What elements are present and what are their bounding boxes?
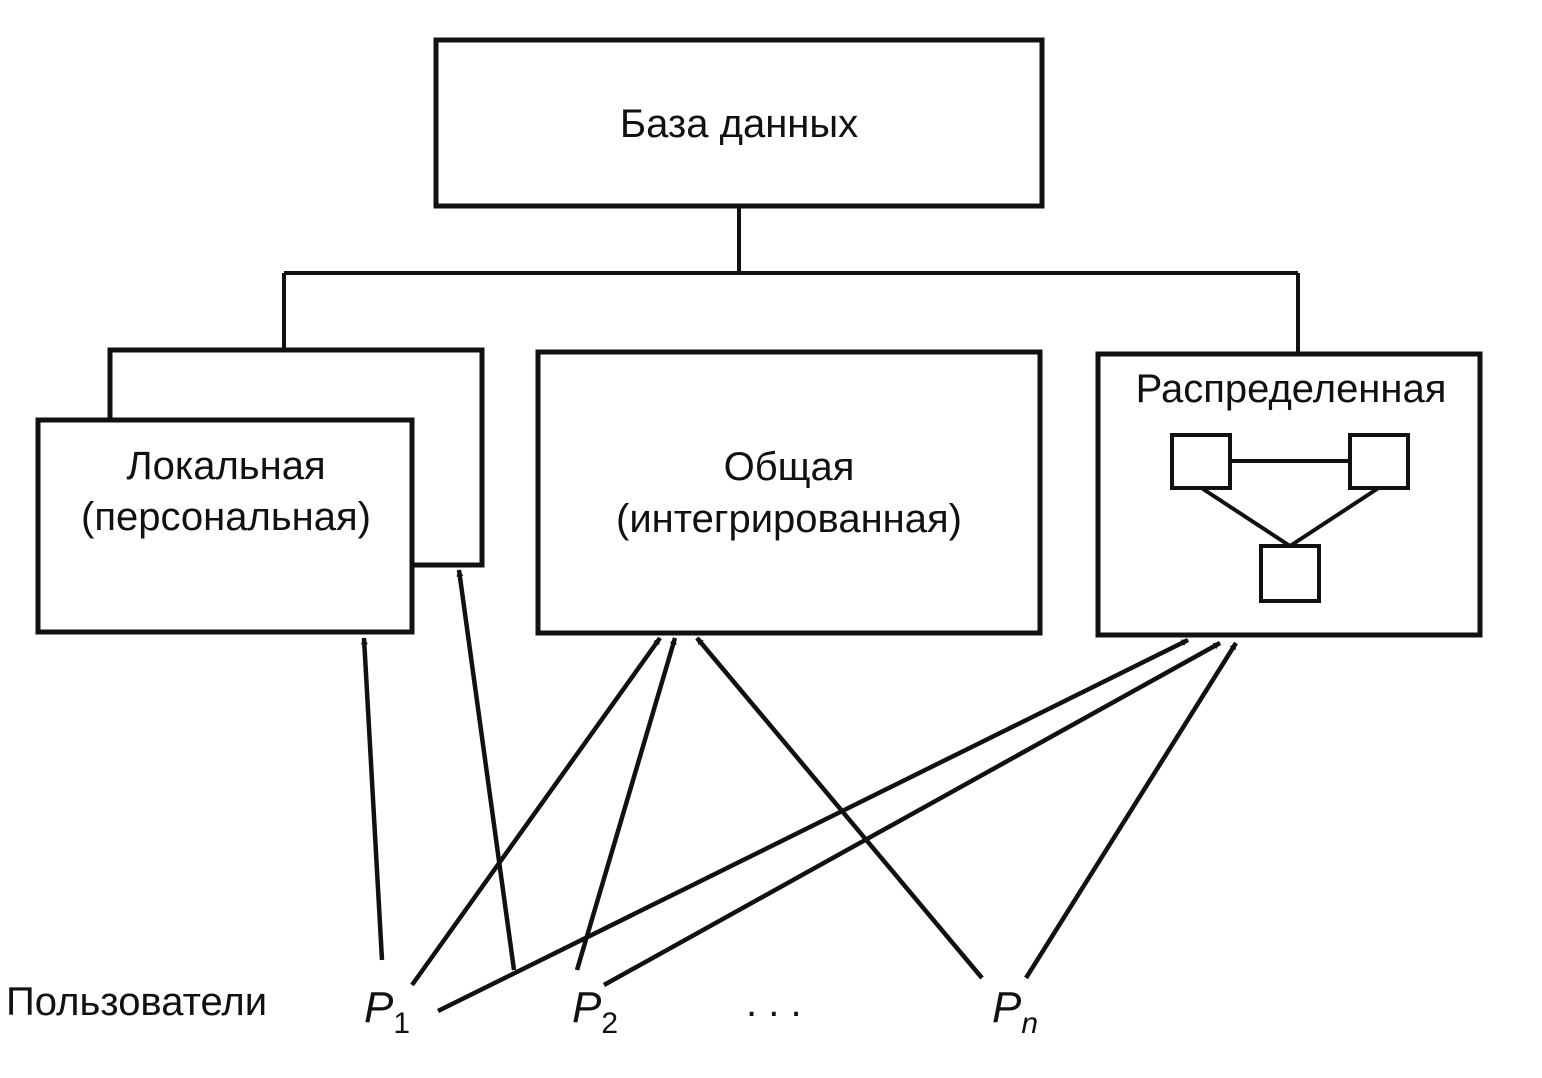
local-db-sublabel: (персональная): [81, 495, 371, 539]
arrow-p2-distributed: [602, 641, 1222, 987]
user-p1-subscript: 1: [393, 1007, 410, 1040]
network-node-right: [1348, 433, 1410, 490]
arrow-p2-shared: [574, 637, 678, 971]
arrow-p1-distributed: [437, 637, 1189, 1014]
local-db-box: [35, 417, 415, 635]
user-pn: Pn: [992, 983, 1038, 1040]
user-p2-letter: P: [572, 983, 602, 1032]
local-db-label: Локальная: [126, 444, 325, 488]
user-p1: P1: [364, 983, 410, 1040]
network-node-left: [1170, 433, 1232, 490]
arrow-p1-local-back: [456, 569, 517, 971]
user-p2: P2: [572, 983, 618, 1040]
distributed-network-icon: [1170, 433, 1410, 603]
arrow-p1-shared: [410, 636, 662, 987]
arrow-pn-distributed: [1024, 641, 1238, 980]
users-label: Пользователи: [6, 980, 267, 1024]
arrow-pn-shared: [695, 636, 984, 980]
users-ellipsis: . . .: [746, 981, 802, 1025]
shared-db-box: [535, 349, 1043, 636]
shared-db-sublabel: (интегрированная): [616, 497, 962, 541]
hierarchy-connectors: [282, 206, 1300, 354]
user-p1-letter: P: [364, 983, 394, 1032]
shared-db-label: Общая: [724, 445, 855, 489]
user-pn-letter: P: [992, 983, 1022, 1032]
user-p2-subscript: 2: [601, 1007, 618, 1040]
database-label: База данных: [620, 102, 858, 146]
user-pn-subscript: n: [1021, 1007, 1038, 1040]
access-arrows: [360, 569, 1238, 1014]
arrow-p1-local: [360, 637, 385, 961]
distributed-db-label: Распределенная: [1136, 367, 1447, 411]
database-box: [433, 37, 1045, 209]
network-node-bottom: [1259, 544, 1321, 603]
